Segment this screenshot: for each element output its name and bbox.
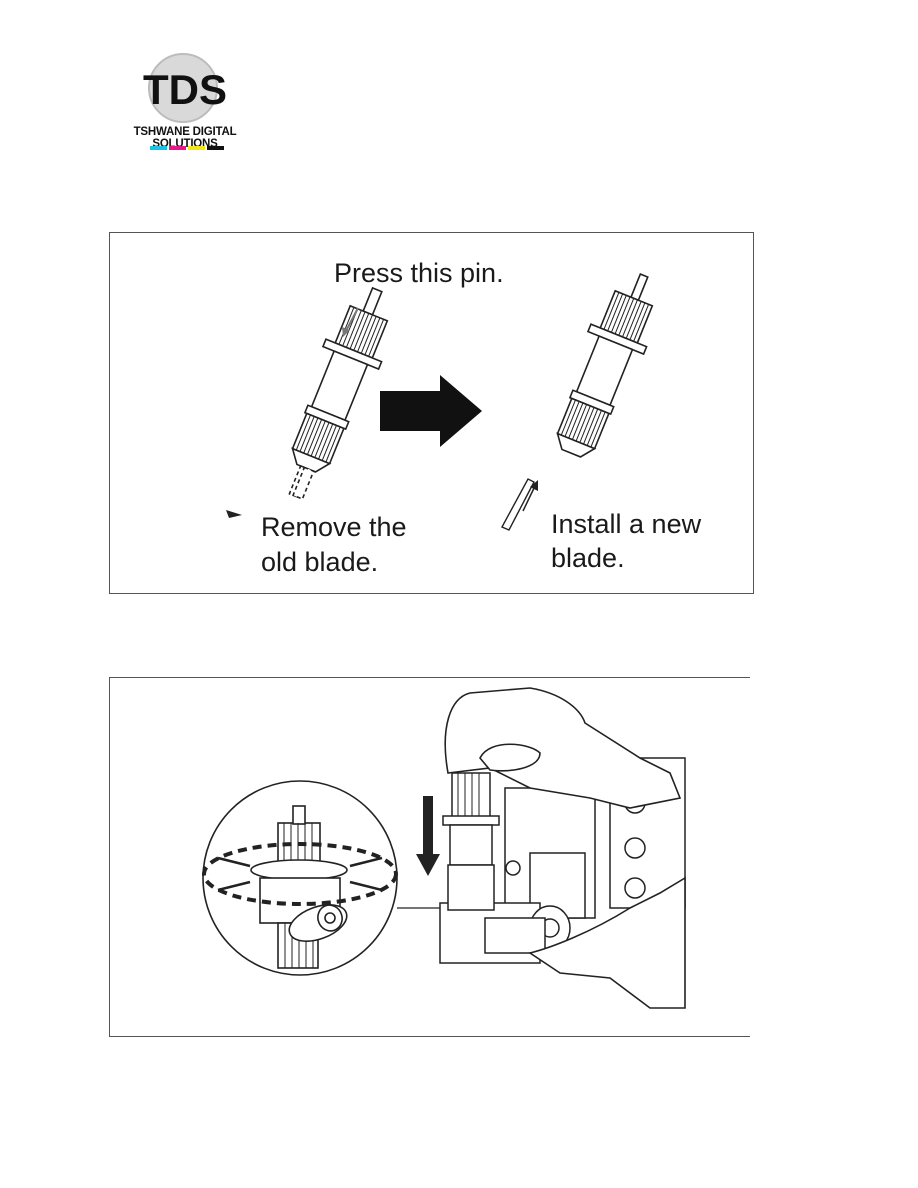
label-press-pin: Press this pin. [334, 258, 504, 288]
blade-holder-right-icon [556, 272, 654, 458]
right-arrow-icon [380, 375, 482, 447]
logo-stripe-segment [207, 146, 224, 150]
company-logo: TDS TSHWANE DIGITAL SOLUTIONS [105, 50, 270, 155]
blade-replacement-figure: Press this pin. Remove the old blade. In… [109, 232, 754, 594]
holder-insertion-figure [109, 677, 750, 1037]
logo-stripe-segment [188, 146, 205, 150]
rotation-guide-ellipse [202, 842, 398, 906]
new-blade-icon [501, 478, 535, 531]
label-remove-line1: Remove the [261, 512, 407, 542]
hand-top-icon [444, 687, 682, 809]
logo-stripe-segment [169, 146, 186, 150]
hand-bottom-icon [528, 876, 686, 1009]
blade-holder-illustration [226, 272, 654, 531]
blade-holder-left-icon [288, 286, 389, 501]
logo-initials: TDS [143, 66, 227, 113]
label-remove-line2: old blade. [261, 547, 379, 577]
down-arrow-icon [416, 854, 440, 876]
logo-color-stripe [150, 146, 224, 150]
holder-insertion-illustration [202, 687, 686, 1009]
magnified-detail-icon [202, 780, 398, 976]
logo-mark-icon: TDS [143, 53, 227, 123]
label-install-line1: Install a new [551, 509, 702, 539]
label-install-line2: blade. [551, 543, 625, 573]
logo-stripe-segment [150, 146, 167, 150]
blade-holder-inserted-icon [442, 772, 500, 911]
